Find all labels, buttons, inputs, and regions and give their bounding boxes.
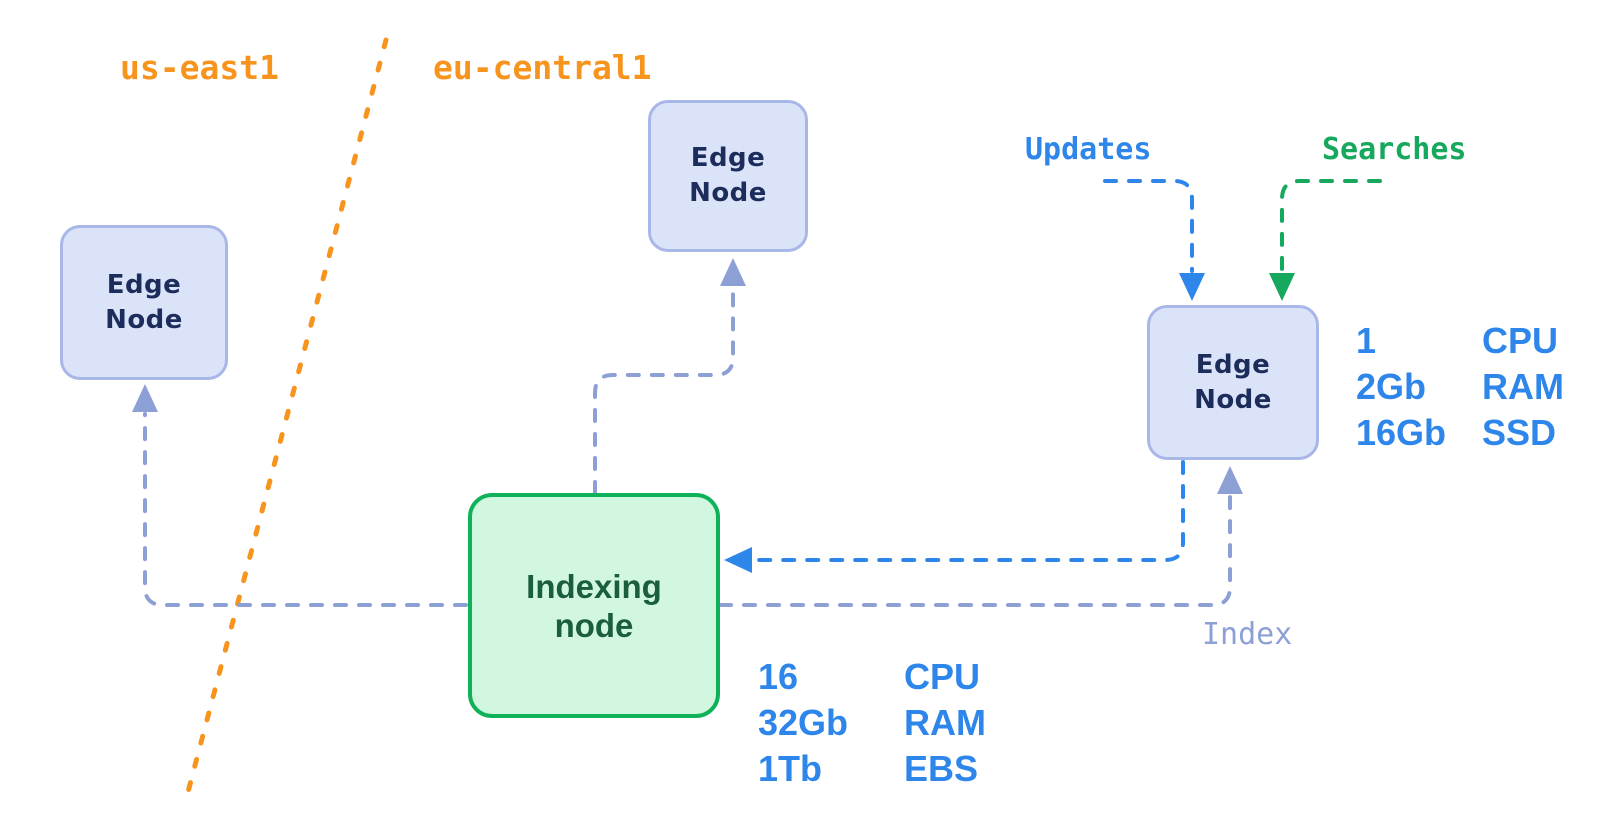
spec-value: 16Gb bbox=[1356, 412, 1447, 453]
region-label-eu-central1: eu-central1 bbox=[433, 48, 652, 87]
edge-node-eu-central1: Edge Node bbox=[648, 100, 808, 252]
spec-value: 16 bbox=[758, 656, 799, 697]
spec-value: 32Gb bbox=[758, 702, 849, 743]
updates-flow-label: Updates bbox=[1025, 132, 1152, 167]
edge-node-label-line1: Edge bbox=[1195, 349, 1271, 380]
edge-node-label-line2: Node bbox=[689, 178, 767, 208]
searches-flow-label: Searches bbox=[1322, 132, 1467, 167]
indexing-node: Indexing node bbox=[468, 493, 720, 718]
spec-unit: SSD bbox=[1482, 412, 1557, 453]
edge-node-label-line2: Node bbox=[105, 304, 183, 335]
spec-value: 1Tb bbox=[758, 748, 823, 789]
index-arrow-to-top-edge-head bbox=[720, 258, 746, 286]
edge-node-serving: Edge Node bbox=[1147, 305, 1319, 460]
index-arrow-to-left-edge-head bbox=[132, 384, 158, 412]
index-arrow-to-left-edge-line bbox=[143, 412, 468, 607]
index-arrow-to-right-edge-line bbox=[718, 494, 1232, 607]
edge-node-label-line1: Edge bbox=[106, 269, 182, 300]
spec-unit: RAM bbox=[1482, 366, 1564, 407]
index-arrow-to-right-edge-head bbox=[1217, 466, 1243, 494]
edge-node-label-line1: Edge bbox=[690, 143, 766, 173]
updates-feed-arrow-line bbox=[752, 460, 1185, 562]
edge-node-us-east1: Edge Node bbox=[60, 225, 228, 380]
spec-unit: CPU bbox=[904, 656, 981, 697]
index-flow-label: Index bbox=[1202, 617, 1293, 652]
spec-unit: EBS bbox=[904, 748, 979, 789]
edge-node-label-line2: Node bbox=[1194, 384, 1272, 415]
indexing-node-label-line1: Indexing bbox=[526, 567, 662, 605]
indexing-node-label-line2: node bbox=[554, 606, 634, 644]
spec-value: 2Gb bbox=[1356, 366, 1427, 407]
updates-arrow-line bbox=[1103, 179, 1194, 273]
indexing-node-specs: 16 CPU 32Gb RAM 1Tb EBS bbox=[758, 654, 986, 792]
searches-arrow-head bbox=[1269, 273, 1295, 301]
index-arrow-to-top-edge-line bbox=[593, 286, 735, 495]
updates-feed-arrow-head bbox=[724, 547, 752, 573]
searches-arrow-line bbox=[1280, 179, 1382, 273]
spec-unit: CPU bbox=[1482, 320, 1559, 361]
spec-unit: RAM bbox=[904, 702, 986, 743]
region-divider-line bbox=[185, 37, 389, 795]
edge-node-specs: 1 CPU 2Gb RAM 16Gb SSD bbox=[1356, 318, 1564, 456]
region-label-us-east1: us-east1 bbox=[120, 48, 279, 87]
updates-arrow-head bbox=[1179, 273, 1205, 301]
spec-value: 1 bbox=[1356, 320, 1377, 361]
